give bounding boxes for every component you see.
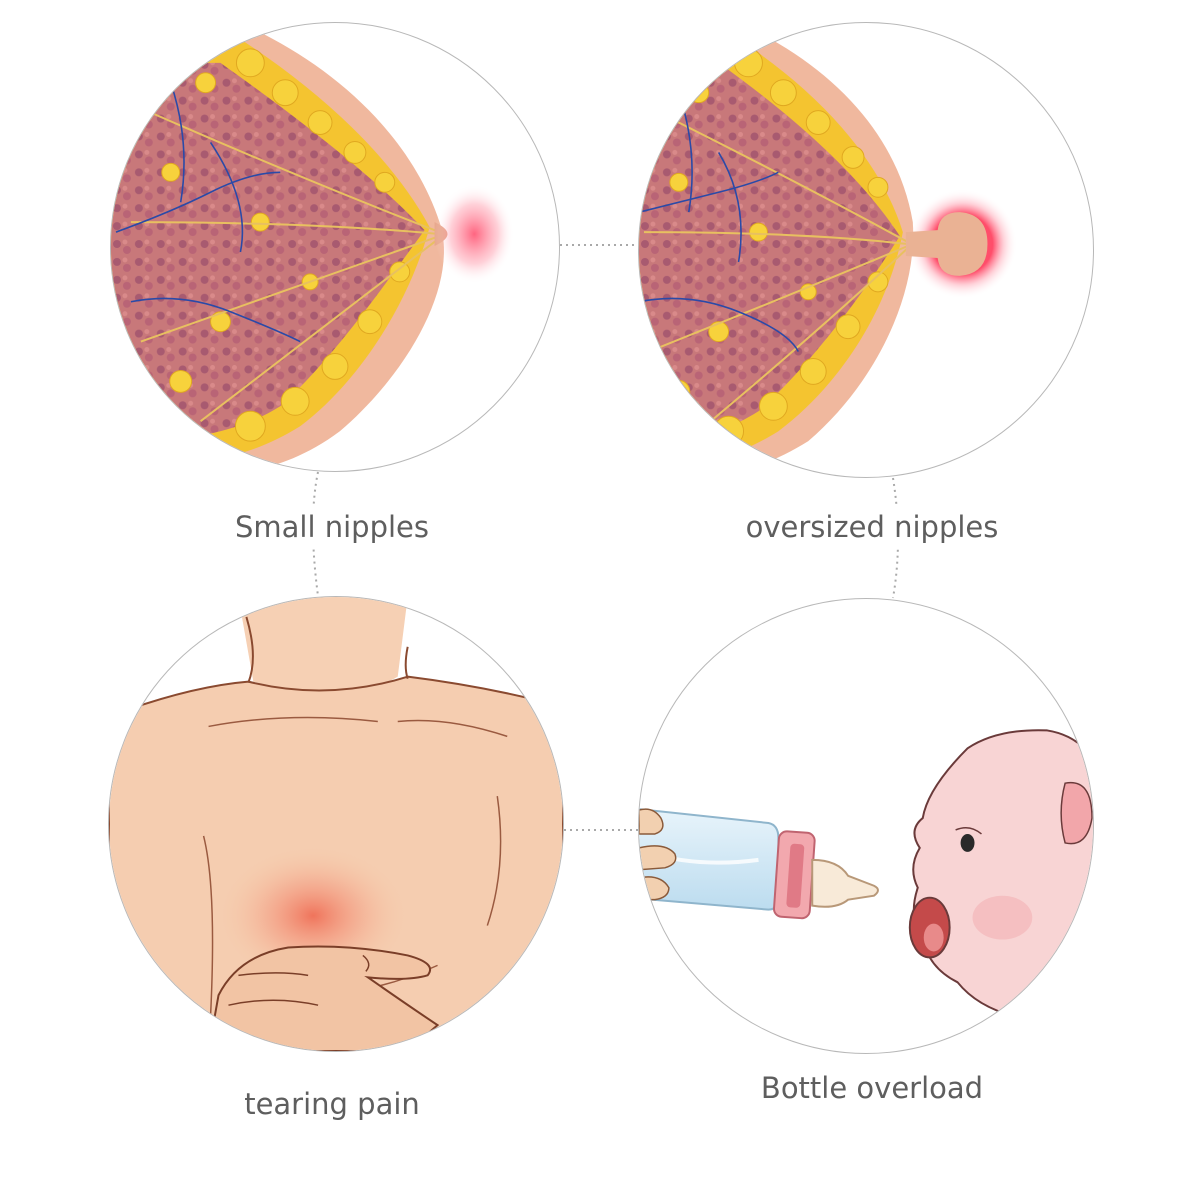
caption-oversized-nipples: oversized nipples [642, 507, 1102, 547]
baby-bottle-feeding-image [639, 729, 1093, 1024]
breast-anatomy-oversized-image [639, 23, 1018, 477]
breast-anatomy-small-image [111, 23, 515, 471]
bottle-overload-illustration [638, 598, 1094, 1054]
oversized-nipples-illustration [638, 22, 1094, 478]
caption-tearing-pain: tearing pain [102, 1084, 562, 1124]
caption-small-nipples: Small nipples [102, 507, 562, 547]
caption-bottle-overload: Bottle overload [642, 1068, 1102, 1108]
chest-pain-image [109, 597, 563, 1051]
small-nipples-illustration [110, 22, 560, 472]
tearing-pain-illustration [108, 596, 564, 1052]
